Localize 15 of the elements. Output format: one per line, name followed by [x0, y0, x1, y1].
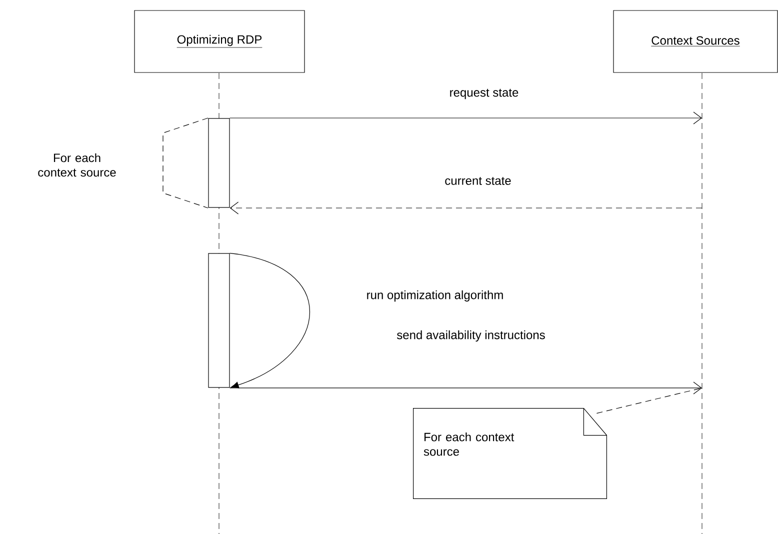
- self-message-arrow: [230, 252, 310, 388]
- participant-box: Context Sources: [613, 10, 778, 73]
- message-arrow: [230, 382, 702, 394]
- loop-label: For each context source: [38, 153, 116, 177]
- message-arrow: [230, 112, 702, 124]
- edge-label: request state: [448, 88, 520, 100]
- leader-line: [596, 388, 702, 414]
- note-box: For each context source: [413, 408, 607, 499]
- activation-bar: [208, 118, 230, 208]
- participant-box: Optimizing RDP: [134, 10, 305, 73]
- message-arrow: [230, 202, 702, 214]
- activation-bar: [208, 253, 230, 388]
- edge-label: send availability instructions: [396, 329, 546, 343]
- edge-label: current state: [444, 176, 512, 186]
- edge-label: run optimization algorithm: [365, 289, 505, 303]
